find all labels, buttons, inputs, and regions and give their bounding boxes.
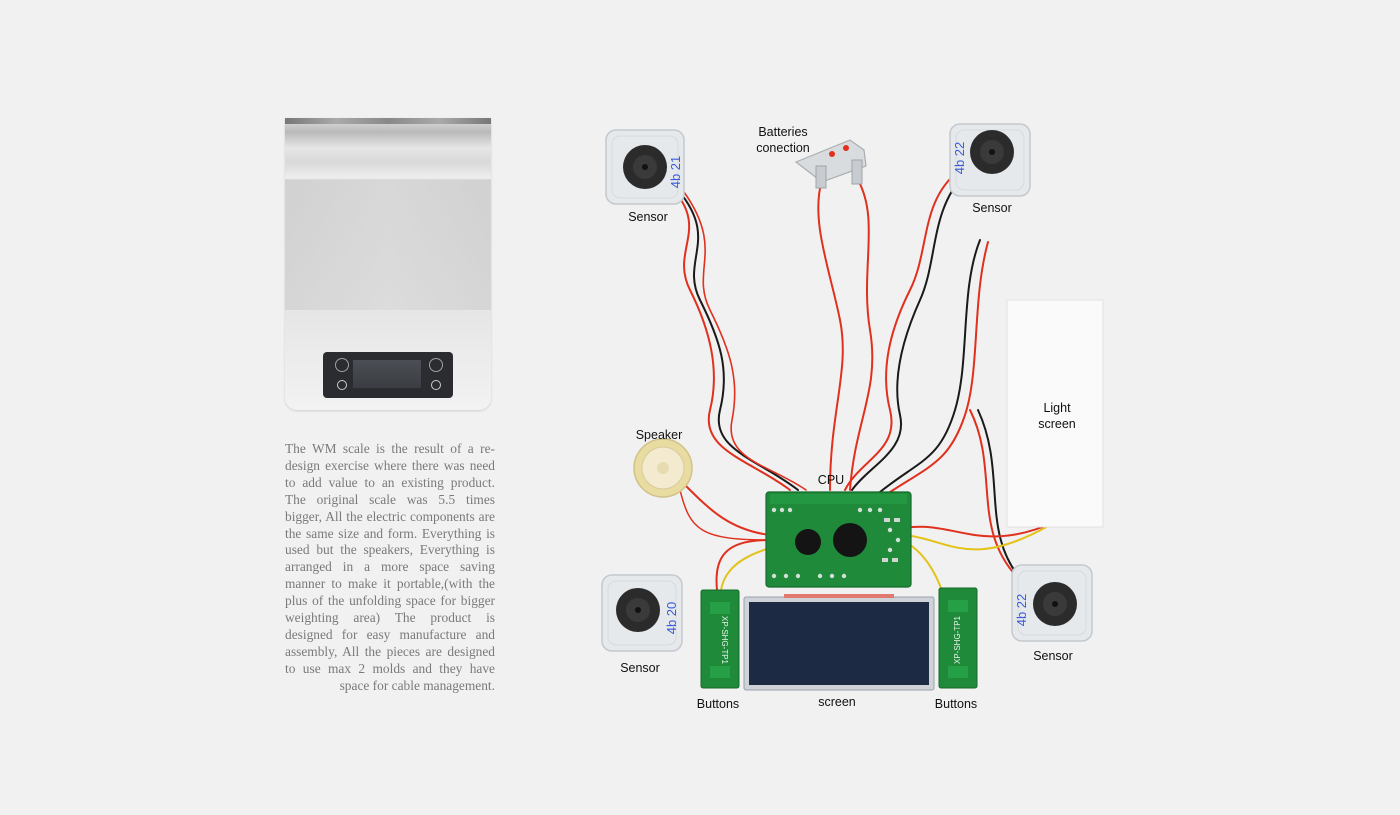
- label-screen: screen: [818, 695, 856, 709]
- sensor-bottom-right: 4b 22: [1011, 564, 1093, 642]
- label-sensor-top-right: Sensor: [972, 201, 1012, 215]
- buttons-board-left: XP-SHG-TP1: [700, 589, 740, 689]
- light-screen: [1006, 299, 1104, 528]
- label-sensor-bottom-left: Sensor: [620, 661, 660, 675]
- lcd-screen: [743, 594, 935, 691]
- wire-red: [683, 191, 807, 491]
- wire-black: [677, 189, 799, 491]
- power-icon: [431, 380, 441, 390]
- buttons-board-right: XP-SHG-TP1: [938, 587, 978, 689]
- wire-red: [889, 241, 989, 493]
- scale-rim: [285, 118, 491, 124]
- label-light-screen: Light screen: [1038, 401, 1076, 431]
- wire-black: [977, 409, 1027, 586]
- label-sensor-bottom-right: Sensor: [1033, 649, 1073, 663]
- wire-red: [679, 489, 771, 541]
- menu-icon: [429, 358, 443, 372]
- wire-red: [849, 179, 874, 491]
- wire-red: [817, 179, 844, 491]
- sensor-bottom-left: 4b 20: [601, 574, 683, 652]
- sensor-top-right: 4b 22: [949, 123, 1031, 197]
- power-icon: [337, 380, 347, 390]
- speaker: [633, 438, 693, 498]
- components-photo: 4b 21 4b 22 4b 20: [601, 123, 1104, 691]
- label-buttons-left: Buttons: [696, 697, 740, 711]
- wire-red: [904, 521, 1056, 538]
- wire-red: [844, 169, 961, 491]
- scale-reflection: [285, 180, 491, 310]
- label-sensor-top-left: Sensor: [628, 210, 668, 224]
- board-marking: XP-SHG-TP1: [720, 616, 729, 665]
- label-speaker: Speaker: [635, 428, 683, 442]
- board-marking: XP-SHG-TP1: [953, 615, 962, 664]
- sensor-marking: 4b 22: [1014, 594, 1029, 627]
- wire-black: [879, 239, 981, 493]
- scale-control-panel: [323, 352, 453, 398]
- cpu-board: [765, 491, 912, 588]
- wire-yellow: [904, 524, 1051, 551]
- battery-connector: [794, 139, 867, 189]
- label-batteries-connection: Batteries conection: [756, 125, 810, 155]
- scale-display: [353, 360, 421, 388]
- components-diagram: 4b 21 4b 22 4b 20: [560, 110, 1120, 725]
- sensor-marking: 4b 20: [664, 602, 679, 635]
- wire-red: [684, 484, 771, 536]
- label-cpu: CPU: [817, 473, 845, 487]
- wire-red: [671, 187, 791, 491]
- sensor-marking: 4b 22: [952, 142, 967, 175]
- wire-black: [851, 173, 966, 491]
- sensor-top-left: 4b 21: [605, 129, 685, 205]
- product-description: The WM scale is the result of a re-desig…: [285, 441, 495, 693]
- kitchen-scale-image: [285, 118, 491, 410]
- wire-red: [969, 409, 1021, 581]
- label-buttons-right: Buttons: [934, 697, 978, 711]
- menu-icon: [335, 358, 349, 372]
- sensor-marking: 4b 21: [668, 156, 683, 189]
